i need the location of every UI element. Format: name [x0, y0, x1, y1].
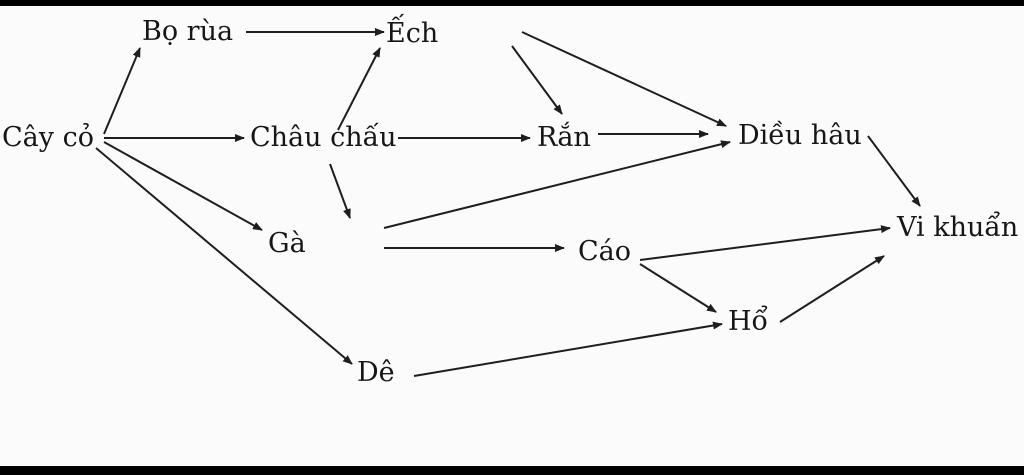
arrow-chau-chau-to-ech [337, 47, 381, 131]
arrow-cao-to-vi-khuan [639, 225, 891, 261]
node-ho: Hổ [728, 306, 769, 337]
arrow-ga-to-dieu-hau [383, 140, 731, 229]
node-ga: Gà [268, 228, 306, 259]
arrow-ech-to-dieu-hau [521, 31, 727, 127]
node-de: Dê [357, 357, 395, 388]
food-web-diagram: Cây cỏ Bọ rùa Ếch Châu chấu Rắn Diều hâu… [0, 6, 1024, 466]
arrow-ech-to-ran [511, 45, 563, 115]
arrow-ho-to-vi-khuan [779, 255, 885, 323]
node-cao: Cáo [578, 236, 632, 267]
node-vi-khuan: Vi khuẩn [897, 212, 1019, 243]
node-chau-chau: Châu chấu [250, 122, 397, 153]
arrow-cay-co-to-ga [103, 141, 263, 231]
arrow-de-to-ho [413, 321, 723, 377]
node-cay-co: Cây cỏ [2, 122, 94, 153]
arrow-cay-co-to-bo-rua [103, 47, 141, 135]
node-ran: Rắn [537, 122, 591, 153]
arrow-cay-co-to-de [95, 147, 353, 365]
node-bo-rua: Bọ rùa [142, 16, 234, 47]
arrow-dieu-hau-to-vi-khuan [867, 135, 921, 207]
node-dieu-hau: Diều hâu [738, 120, 862, 151]
food-web-arrows [95, 28, 921, 377]
arrow-chau-chau-to-ga [329, 163, 351, 219]
node-ech: Ếch [386, 18, 439, 49]
arrow-cao-to-ho [639, 263, 717, 313]
